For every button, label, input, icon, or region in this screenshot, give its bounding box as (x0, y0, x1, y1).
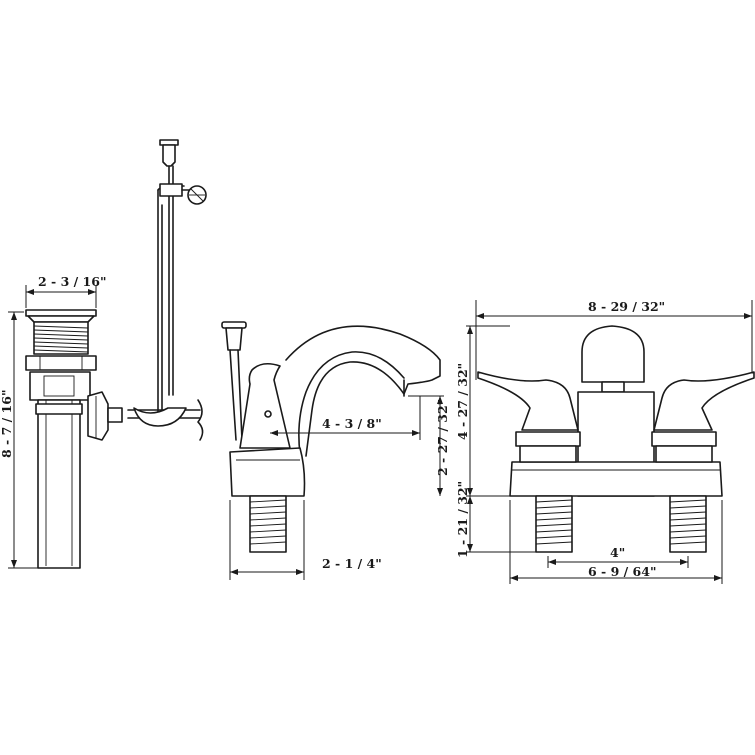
dim-label-base-width: 6 - 9 / 64" (588, 564, 656, 579)
dim-label-base-depth: 2 - 1 / 4" (322, 556, 382, 571)
dim-label-center-spacing: 4" (610, 545, 625, 560)
faucet-side-view (221, 321, 441, 553)
dimension-lines (8, 285, 753, 584)
dim-label-drain-width: 2 - 3 / 16" (38, 274, 106, 289)
faucet-front-view (477, 325, 755, 553)
dim-label-drain-height: 8 - 7 / 16" (0, 390, 14, 458)
drain-assembly (25, 309, 123, 569)
dim-label-overall-width: 8 - 29 / 32" (588, 299, 665, 314)
dimension-labels: 2 - 3 / 16" 8 - 7 / 16" 4 - 3 / 8" 2 - 2… (0, 274, 665, 579)
dim-label-shank-length: 1 - 21 / 32" (455, 481, 470, 558)
lift-rod-assembly (127, 139, 207, 441)
dim-label-spout-reach: 4 - 3 / 8" (322, 416, 382, 431)
dim-label-overall-height: 4 - 27 / 32" (455, 363, 470, 440)
dim-label-spout-height: 2 - 27 / 32" (435, 399, 450, 476)
